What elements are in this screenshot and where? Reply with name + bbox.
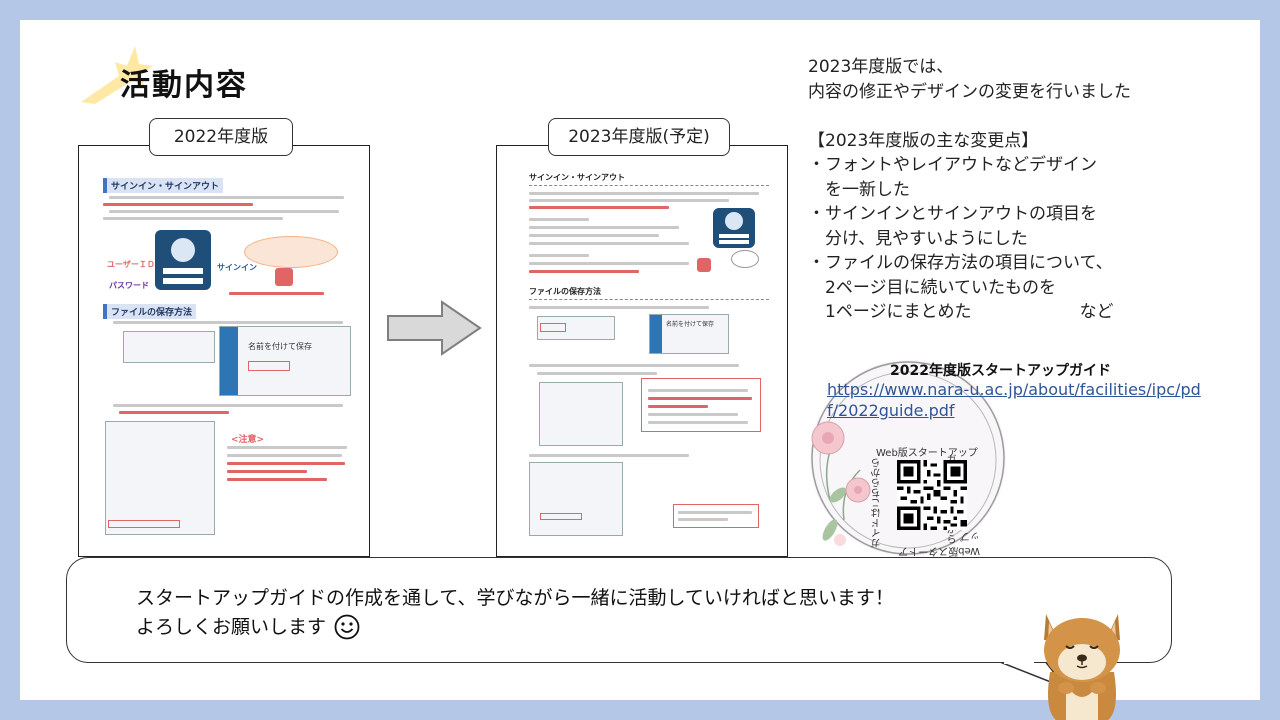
notes-bullet2-line2: 分け、見やすいようにした [808, 228, 1028, 249]
notes-intro-line2: 内容の修正やデザインの変更を行いました [808, 81, 1131, 102]
change-notes: 2023年度版では、 内容の修正やデザインの変更を行いました 【2023年度版の… [808, 55, 1131, 325]
explorer-screenshot [539, 382, 623, 446]
note-box [673, 504, 759, 528]
explorer-screenshot [105, 421, 215, 535]
callout-bubble [731, 250, 759, 268]
qr-label-left: ガイドはこちらから [872, 458, 883, 548]
signin-label: サインイン [217, 263, 257, 272]
guide-url-link[interactable]: https://www.nara-u.ac.jp/about/facilitie… [827, 380, 1201, 420]
doc-heading-save: ファイルの保存方法 [529, 286, 769, 300]
star-icon [81, 46, 153, 104]
smiley-icon [334, 614, 360, 640]
arrow-right-icon [387, 300, 482, 356]
doc-heading-signin: サインイン・サインアウト [529, 172, 769, 186]
notes-intro-line1: 2023年度版では、 [808, 57, 954, 77]
caution-box [641, 378, 761, 432]
document-2023-preview: サインイン・サインアウト ファイルの保存方法 名前を付けて保存 [496, 145, 788, 557]
message-line2: よろしくお願いします [136, 616, 327, 638]
notes-bullet3-line1: ・ファイルの保存方法の項目について、 [808, 253, 1113, 273]
qr-code-icon[interactable] [897, 460, 967, 530]
qr-label-top: Web版スタートアップ [876, 448, 978, 459]
qr-label-bottom: Web版スタートアップ [898, 530, 980, 556]
bubble-tail-cover [1004, 656, 1034, 664]
document-2022-preview: サインイン・サインアウト ユーザーＩＤ パスワード サインイン ファイルの保存方… [78, 145, 370, 557]
notes-bullet1-line2: を一新した [808, 179, 910, 200]
save-dialog-screenshot: 名前を付けて保存 [219, 326, 351, 396]
user-id-label: ユーザーＩＤ [107, 260, 155, 269]
notes-bullet1-line1: ・フォントやレイアウトなどデザイン [808, 155, 1097, 175]
notes-bullet3-line3: 1ページにまとめた [808, 302, 972, 322]
notes-bullet3-line2: 2ページ目に続いていたものを [808, 277, 1056, 298]
password-label: パスワード [109, 281, 149, 290]
doc-heading-save: ファイルの保存方法 [103, 304, 197, 319]
message-line1: スタートアップガイドの作成を通して、学びながら一緒に活動していければと思います！ [136, 587, 894, 609]
dog-mascot-icon [1044, 614, 1120, 720]
doc-heading-signin: サインイン・サインアウト [103, 178, 224, 193]
signin-screen-image [155, 230, 211, 290]
save-window-screenshot [529, 462, 623, 536]
label-2022: 2022年度版 [149, 118, 293, 156]
notes-heading: 【2023年度版の主な変更点】 [808, 130, 1039, 151]
app-icon [275, 268, 293, 286]
message-text: スタートアップガイドの作成を通して、学びながら一緒に活動していければと思います！… [136, 584, 894, 642]
label-2023: 2023年度版(予定) [548, 118, 730, 156]
message-bubble [66, 557, 1172, 663]
save-dialog-screenshot: 名前を付けて保存 [649, 314, 729, 354]
notes-suffix: など [1079, 302, 1114, 322]
caution-label: <注意> [231, 435, 265, 445]
ribbon-screenshot [537, 316, 615, 340]
guide-title: 2022年度版スタートアップガイド [890, 363, 1111, 379]
app-icon [697, 258, 711, 272]
callout-bubble [244, 236, 338, 268]
notes-bullet2-line1: ・サインインとサインアウトの項目を [808, 204, 1097, 224]
page-title: 活動内容 [120, 68, 248, 103]
ribbon-screenshot [123, 331, 215, 363]
signin-screen-image [713, 208, 755, 248]
